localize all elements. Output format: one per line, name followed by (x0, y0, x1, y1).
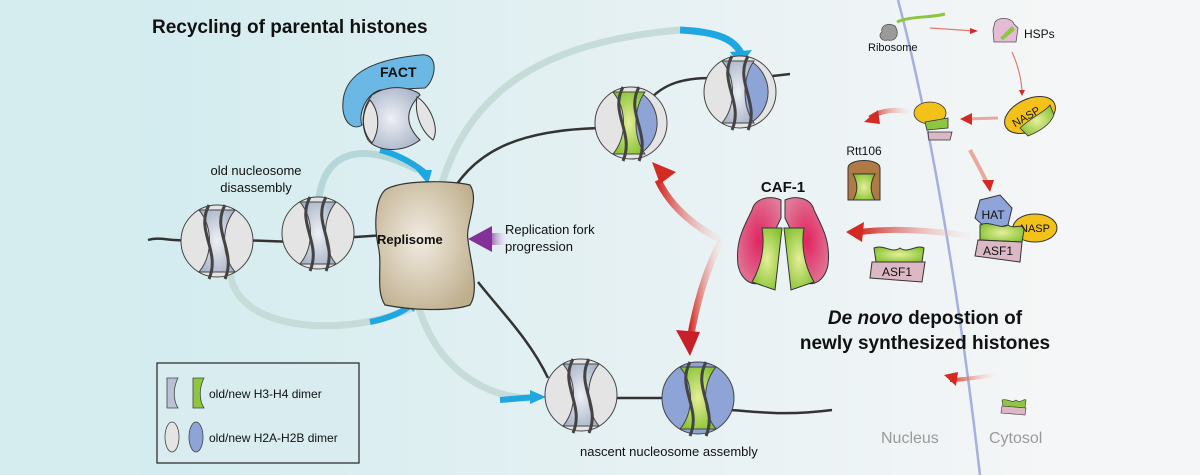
asf1-free: ASF1 (869, 246, 926, 283)
hsps-complex: HSPs (992, 18, 1055, 43)
rtt106-label: Rtt106 (846, 144, 882, 158)
old-h3h4-icon (166, 377, 179, 409)
blue-arrow-bottom-head (530, 390, 546, 404)
legend-label-h3h4: old/new H3-H4 dimer (209, 387, 322, 401)
arrow-hsps-to-nasp (1011, 51, 1023, 91)
nucleus-label: Nucleus (881, 430, 939, 447)
caf1-label: CAF-1 (761, 179, 805, 196)
arrow-ribosome-to-hsps-head (970, 28, 978, 34)
fact-complex: FACT (342, 54, 436, 150)
blue-arrow-to-replisome-head (416, 170, 432, 184)
nucleosome-old-1 (180, 204, 254, 280)
nasp-top-complex: NASP (1004, 96, 1056, 137)
rtt106-complex: Rtt106 (846, 144, 882, 201)
legend: old/new H3-H4 dimer old/new H2A-H2B dime… (156, 362, 360, 464)
arrow-bottom-import-head (944, 372, 958, 386)
denovo-italic: De novo (828, 308, 903, 329)
blue-arrow-top-shaft (679, 26, 746, 57)
arrow-nasp-to-import-head (960, 113, 972, 125)
red-arrow-to-caf1-head (846, 222, 864, 242)
hsps-label: HSPs (1024, 27, 1055, 41)
denovo-label-line2: newly synthesized histones (800, 333, 1050, 354)
red-arrow-to-caf1-shaft (859, 226, 971, 239)
replisome: Replisome (375, 181, 475, 311)
caf1-complex: CAF-1 (736, 179, 830, 291)
nucleosome-old-bottom (544, 358, 618, 434)
ribosome: Ribosome (868, 12, 946, 54)
legend-label-h2a-h2b: old/new H2A-H2B dimer (209, 431, 338, 445)
old-disassembly-label-line2: disassembly (220, 180, 292, 195)
asf1-free-label: ASF1 (882, 265, 912, 279)
nucleosome-new-top (594, 86, 668, 162)
red-arrow-to-top-head (652, 162, 676, 184)
hat-label: HAT (981, 208, 1005, 222)
red-arrow-to-top-shaft (654, 178, 724, 244)
asf1-cytosol (1000, 399, 1027, 416)
new-h3h4-icon (192, 377, 205, 409)
nucleosome-new-bottom (661, 361, 735, 437)
new-h2a-h2b-icon (188, 421, 204, 453)
replication-fork-arrow (468, 226, 508, 252)
nasp-mid-label: NASP (1020, 223, 1050, 235)
asf1-complex-label: ASF1 (983, 244, 1013, 258)
arrow-into-nucleus-head (864, 110, 880, 124)
red-arrow-to-bottom-head (676, 330, 700, 356)
nucleosome-old-top-right (703, 55, 777, 131)
fork-label-line1: Replication fork (505, 222, 595, 237)
arrow-hsps-to-nasp-head (1019, 90, 1025, 96)
pathway-arc-disassembly (314, 150, 420, 211)
denovo-rest: depostion of (903, 308, 1023, 329)
nasp-import-complex (913, 101, 953, 141)
diagram-title: Recycling of parental histones (152, 17, 428, 38)
cytosol-label: Cytosol (989, 430, 1042, 447)
arrow-ribosome-to-hsps (929, 27, 976, 32)
blue-arrow-bottom-shaft (499, 394, 536, 403)
nascent-assembly-label: nascent nucleosome assembly (580, 444, 758, 459)
nuclear-membrane (896, 0, 982, 475)
old-h2a-h2b-icon (164, 421, 180, 453)
fact-label: FACT (380, 64, 417, 80)
denovo-label-line1: De novo depostion of (828, 308, 1023, 329)
red-arrow-to-bottom-shaft (686, 238, 726, 341)
ribosome-label: Ribosome (868, 42, 918, 54)
replisome-label: Replisome (377, 232, 443, 247)
legend-box (156, 362, 360, 464)
arrow-to-hat-complex-head (982, 180, 994, 192)
nucleosome-old-2 (281, 196, 355, 272)
old-disassembly-label-line1: old nucleosome (210, 163, 301, 178)
hat-nasp-asf1-complex: HAT NASP ASF1 (974, 194, 1058, 263)
background-right (1068, 0, 1200, 475)
fork-label-line2: progression (505, 239, 573, 254)
pathway-arc-top (436, 26, 681, 191)
